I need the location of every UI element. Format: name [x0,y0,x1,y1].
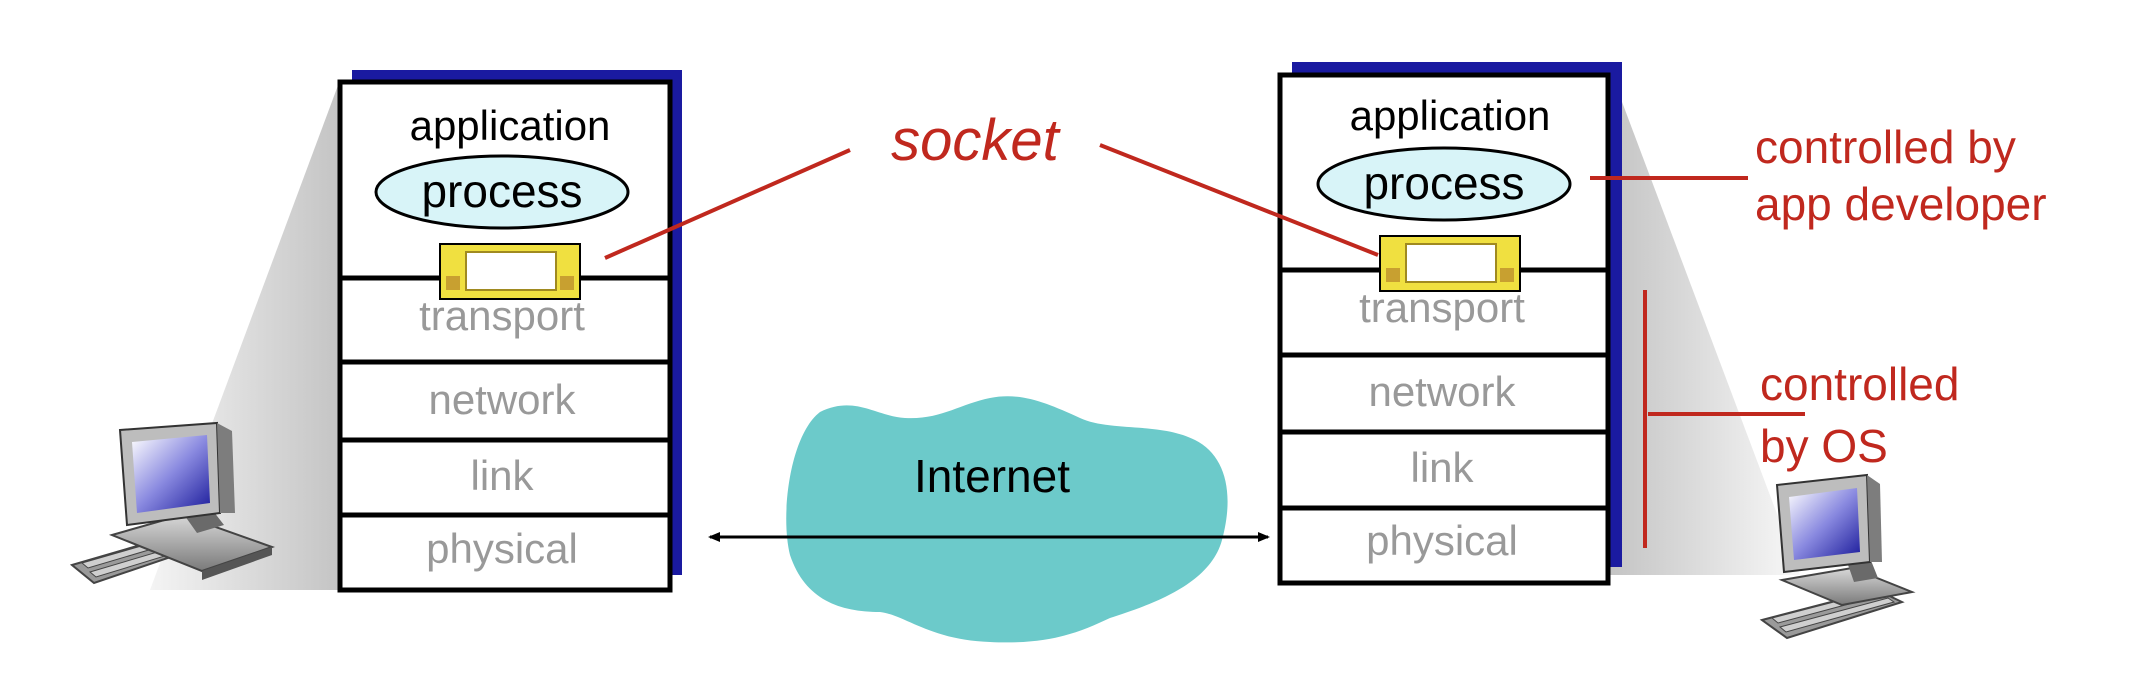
right-transport-label: transport [1359,284,1525,331]
left-process-ellipse [374,154,630,230]
app-developer-annotation-line2: app developer [1755,178,2047,230]
right-perspective-beam [1610,70,1800,575]
right-application-label: application [1350,92,1551,139]
socket-label: socket [891,108,1062,173]
left-process-label: process [421,165,582,217]
socket-pointer-right [1099,143,1379,257]
left-application-label: application [410,102,611,149]
left-link-label: link [470,452,534,499]
left-physical-label: physical [426,525,578,572]
right-protocol-stack: application process transport network li… [1277,62,1622,586]
right-physical-label: physical [1366,517,1518,564]
internet-label: Internet [914,450,1070,502]
left-socket-icon [439,243,581,300]
desktop-computer-icon [69,421,276,585]
right-process-ellipse [1316,146,1572,222]
right-socket-icon [1379,235,1521,292]
os-annotation-line1: controlled [1760,358,1959,410]
internet-cloud [786,396,1228,643]
left-network-label: network [428,376,576,423]
right-process-label: process [1363,157,1524,209]
right-link-label: link [1410,444,1474,491]
right-network-label: network [1368,368,1516,415]
app-developer-annotation-line1: controlled by [1755,121,2016,173]
os-annotation-line2: by OS [1760,420,1888,472]
desktop-computer-icon [1759,473,1916,640]
left-protocol-stack: application process transport network li… [337,70,682,593]
socket-pointer-left [604,148,851,260]
left-transport-label: transport [419,292,585,339]
